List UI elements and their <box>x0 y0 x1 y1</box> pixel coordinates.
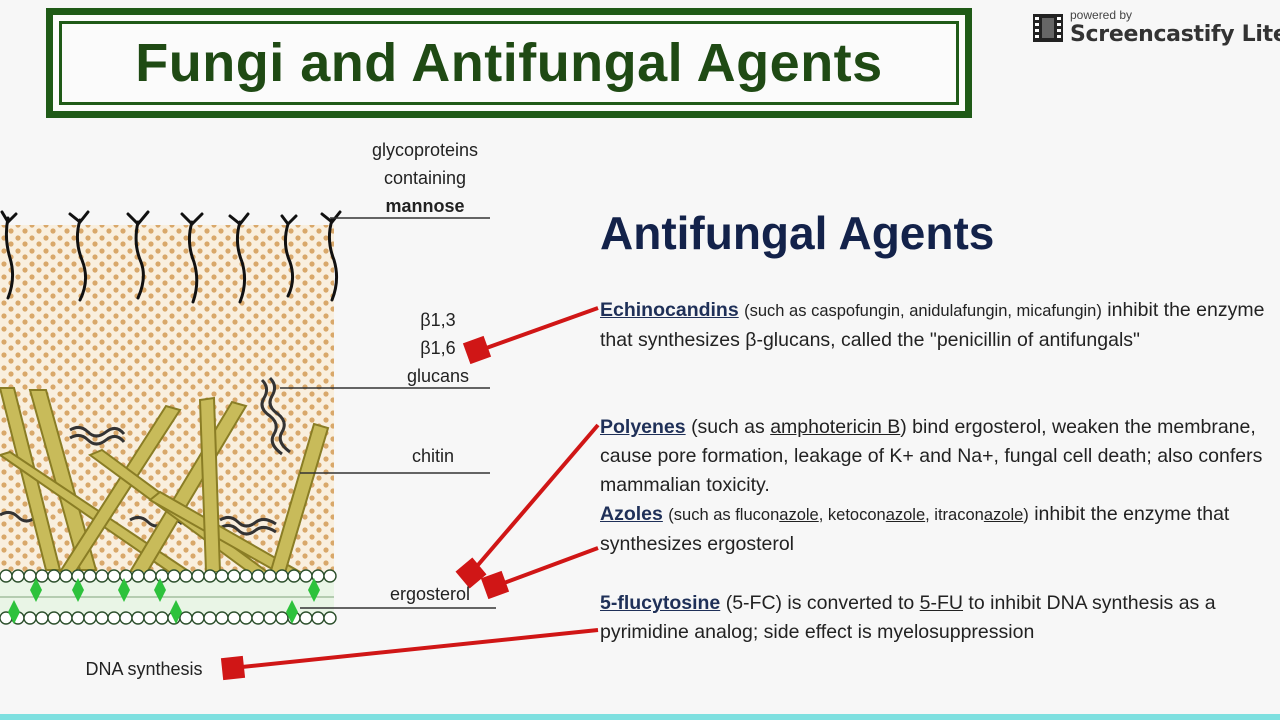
plasma-membrane <box>0 569 337 625</box>
chitin-fibers <box>0 387 330 580</box>
azoles-arrow <box>480 546 599 600</box>
glucans-label-line-1: β1,3 <box>420 310 456 330</box>
film-icon <box>1033 14 1063 42</box>
glucans-label-line-2: β1,6 <box>420 338 456 358</box>
mannose-glycoproteins <box>0 210 342 304</box>
polyenes-term: Polyenes <box>600 416 686 438</box>
title-inner-frame: Fungi and Antifungal Agents <box>59 21 959 105</box>
chitin-label: chitin <box>411 446 455 466</box>
glycoproteins-label-line-2: containing <box>383 168 467 188</box>
amphotericin-b-term: amphotericin B <box>770 416 901 438</box>
brand-name: Screencastify Lite <box>1070 22 1280 47</box>
flucytosine-description: to inhibit DNA synthesis as a pyrimidine… <box>600 592 1216 643</box>
powered-by-text: powered by <box>1070 8 1133 22</box>
matrix-top-fade <box>0 215 334 275</box>
flucytosine-term: 5-flucytosine <box>600 592 721 614</box>
glucans-label-line-3: glucans <box>406 366 470 386</box>
azoles-mid-1: , ketocon <box>818 506 886 524</box>
azoles-pre: (such as flucon <box>668 506 780 524</box>
bottom-accent-bar <box>0 714 1280 720</box>
flucytosine-pre: (5-FC) is converted to <box>720 592 920 614</box>
azoles-post: ) <box>1023 506 1029 524</box>
polyenes-arrow <box>455 423 600 589</box>
azoles-examples: (such as fluconazole, ketoconazole, itra… <box>668 506 1029 524</box>
title-frame: Fungi and Antifungal Agents <box>46 8 972 118</box>
echinocandins-examples: (such as caspofungin, anidulafungin, mic… <box>744 302 1102 320</box>
azole-suffix-3: azole <box>983 506 1024 524</box>
polyenes-pre: (such as <box>691 416 771 438</box>
polyenes-description: ) bind ergosterol, weaken the membrane, … <box>600 416 1263 496</box>
page-title: Fungi and Antifungal Agents <box>135 33 883 93</box>
echinocandins-arrow <box>462 306 599 365</box>
ergosterol-label: ergosterol <box>389 584 471 604</box>
mannose-label: mannose <box>385 196 465 216</box>
glycoproteins-label-line-1: glycoproteins <box>371 140 479 160</box>
echinocandins-paragraph: Echinocandins (such as caspofungin, anid… <box>600 296 1270 355</box>
azole-suffix-2: azole <box>885 506 926 524</box>
screencastify-watermark: powered by Screencastify Lite <box>1032 8 1280 48</box>
echinocandins-term: Echinocandins <box>600 299 739 321</box>
flucytosine-paragraph: 5-flucytosine (5-FC) is converted to 5-F… <box>600 589 1270 647</box>
flucytosine-arrow <box>220 628 599 681</box>
dna-synthesis-label: DNA synthesis <box>85 659 203 679</box>
azoles-description: inhibit the enzyme that synthesizes ergo… <box>600 503 1230 555</box>
polyenes-paragraph: Polyenes (such as amphotericin B) bind e… <box>600 413 1270 559</box>
leader-lines <box>280 217 496 609</box>
ergosterol-molecules <box>8 578 320 624</box>
echinocandins-description: inhibit the enzyme that synthesizes β-gl… <box>600 299 1265 351</box>
glycoproteins-label: glycoproteins containing mannose <box>340 136 510 220</box>
azoles-term: Azoles <box>600 503 663 525</box>
azoles-mid-2: , itracon <box>925 506 984 524</box>
5-fu-term: 5-FU <box>919 592 964 614</box>
glucans-label: β1,3 β1,6 glucans <box>388 306 488 390</box>
azole-suffix-1: azole <box>779 506 819 524</box>
section-title: Antifungal Agents <box>600 207 995 259</box>
